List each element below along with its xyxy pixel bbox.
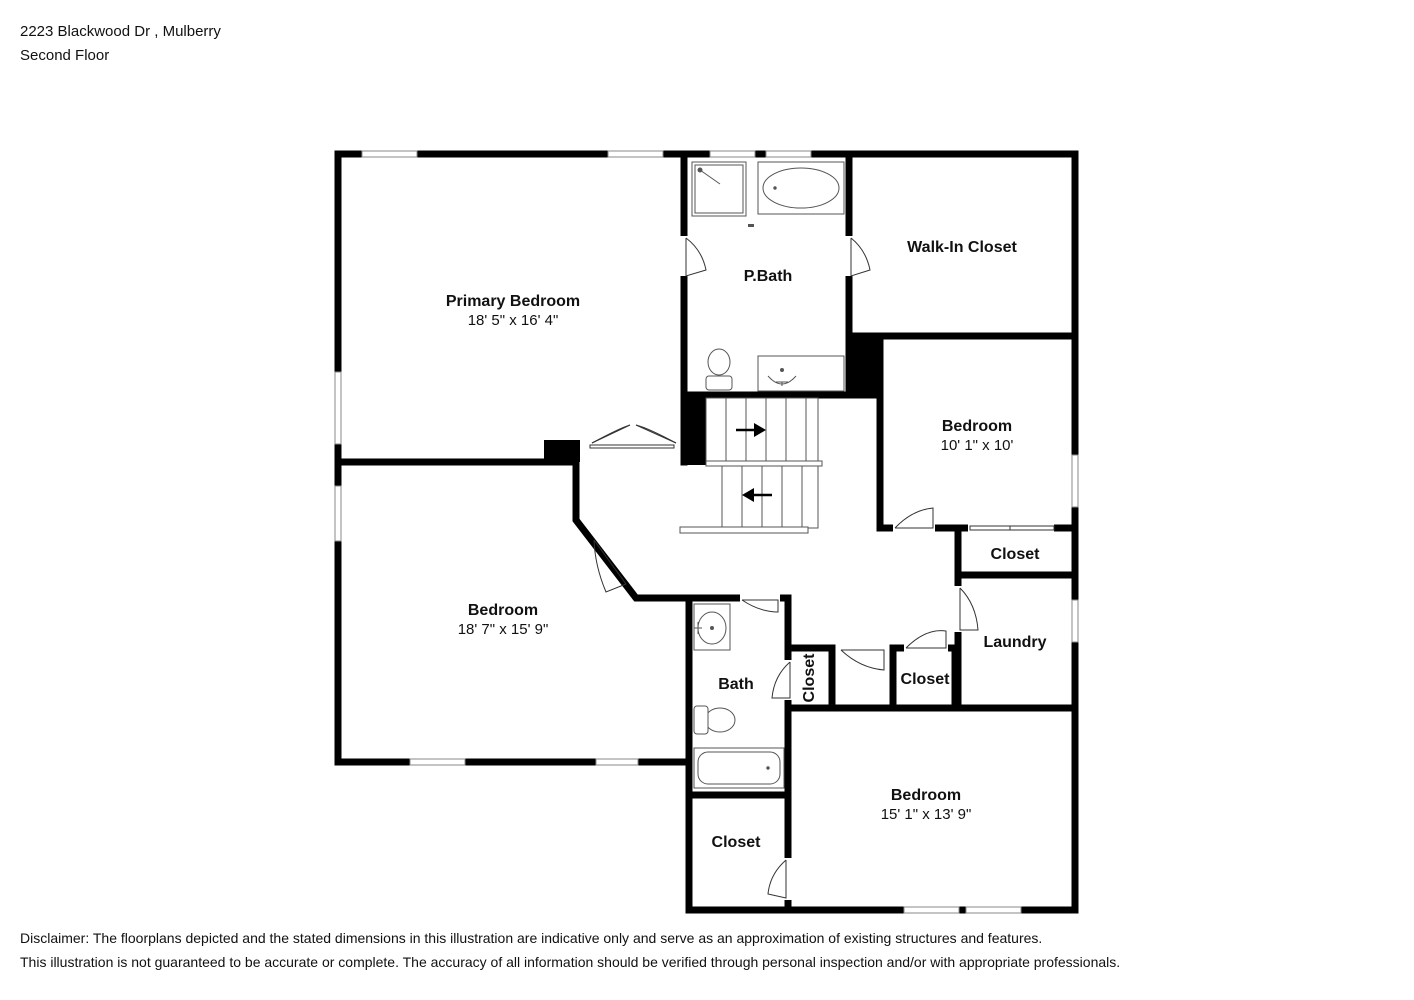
- laundry-name: Laundry: [983, 634, 1046, 651]
- bathtub-icon: [757, 161, 845, 215]
- window: [334, 371, 342, 445]
- bedroom-4-name: Bedroom: [891, 787, 961, 804]
- walk-in-closet-name: Walk-In Closet: [907, 239, 1017, 256]
- exterior-wall: [334, 150, 1079, 914]
- bedroom-2-name: Bedroom: [942, 418, 1012, 435]
- closet-2-name: Closet: [801, 653, 818, 703]
- closet-3-name: Closet: [901, 671, 951, 688]
- shower-icon: [691, 161, 747, 217]
- windows: [334, 150, 1079, 914]
- door-primary-bedroom: [589, 424, 677, 449]
- bathtub-icon: [693, 747, 785, 789]
- bedroom-4-dims: 15' 1" x 13' 9": [881, 806, 972, 823]
- wall-column: [544, 440, 580, 462]
- window: [903, 906, 960, 914]
- toilet-icon: [693, 705, 736, 735]
- doors: [589, 237, 1055, 899]
- window: [409, 758, 466, 766]
- window: [1071, 599, 1079, 643]
- sink-icon: [757, 355, 845, 392]
- primary-bedroom-name: Primary Bedroom: [446, 293, 580, 310]
- room-labels: Primary Bedroom 18' 5" x 16' 4" P.Bath W…: [446, 239, 1047, 851]
- window: [965, 906, 1022, 914]
- window: [1071, 454, 1079, 508]
- staircase: [679, 397, 823, 534]
- bedroom-3-name: Bedroom: [468, 602, 538, 619]
- sink-icon: [693, 603, 731, 651]
- door-bath: [741, 599, 779, 613]
- wall-column: [847, 336, 882, 396]
- door-bedroom2: [894, 507, 934, 529]
- disclaimer-line-2: This illustration is not guaranteed to b…: [20, 954, 1121, 970]
- window: [361, 150, 418, 158]
- wall-hall-diagonal: [572, 458, 792, 602]
- wall-small-closet: [784, 644, 836, 712]
- door-closet3: [905, 630, 947, 649]
- door-bedroom3: [593, 539, 627, 593]
- window: [607, 150, 664, 158]
- bedroom-2-dims: 10' 1" x 10': [941, 437, 1014, 454]
- disclaimer-line-1: Disclaimer: The floorplans depicted and …: [20, 930, 1043, 946]
- door-pbath-right: [850, 237, 871, 277]
- door-small-closet: [771, 661, 791, 699]
- bath-name: Bath: [718, 676, 754, 693]
- closet-4-name: Closet: [712, 834, 762, 851]
- window: [334, 485, 342, 542]
- toilet-icon: [705, 348, 733, 391]
- window: [765, 150, 812, 158]
- fixtures: [691, 161, 845, 789]
- primary-bedroom-dims: 18' 5" x 16' 4": [468, 312, 559, 329]
- door-closet1-slider: [969, 525, 1055, 531]
- closet-1-name: Closet: [991, 546, 1041, 563]
- floor-label: Second Floor: [20, 47, 110, 64]
- window: [709, 150, 756, 158]
- wall-column: [684, 395, 706, 465]
- bedroom-3-dims: 18' 7" x 15' 9": [458, 621, 549, 638]
- door-laundry: [959, 587, 979, 631]
- property-address: 2223 Blackwood Dr , Mulberry: [20, 23, 221, 40]
- p-bath-name: P.Bath: [744, 268, 793, 285]
- stair-arrow-down: [742, 488, 772, 502]
- window: [595, 758, 639, 766]
- door-lower-closet: [767, 859, 787, 899]
- stair-arrow-up: [736, 423, 766, 437]
- door-bedroom4: [840, 649, 885, 671]
- door-pbath-left: [685, 237, 707, 277]
